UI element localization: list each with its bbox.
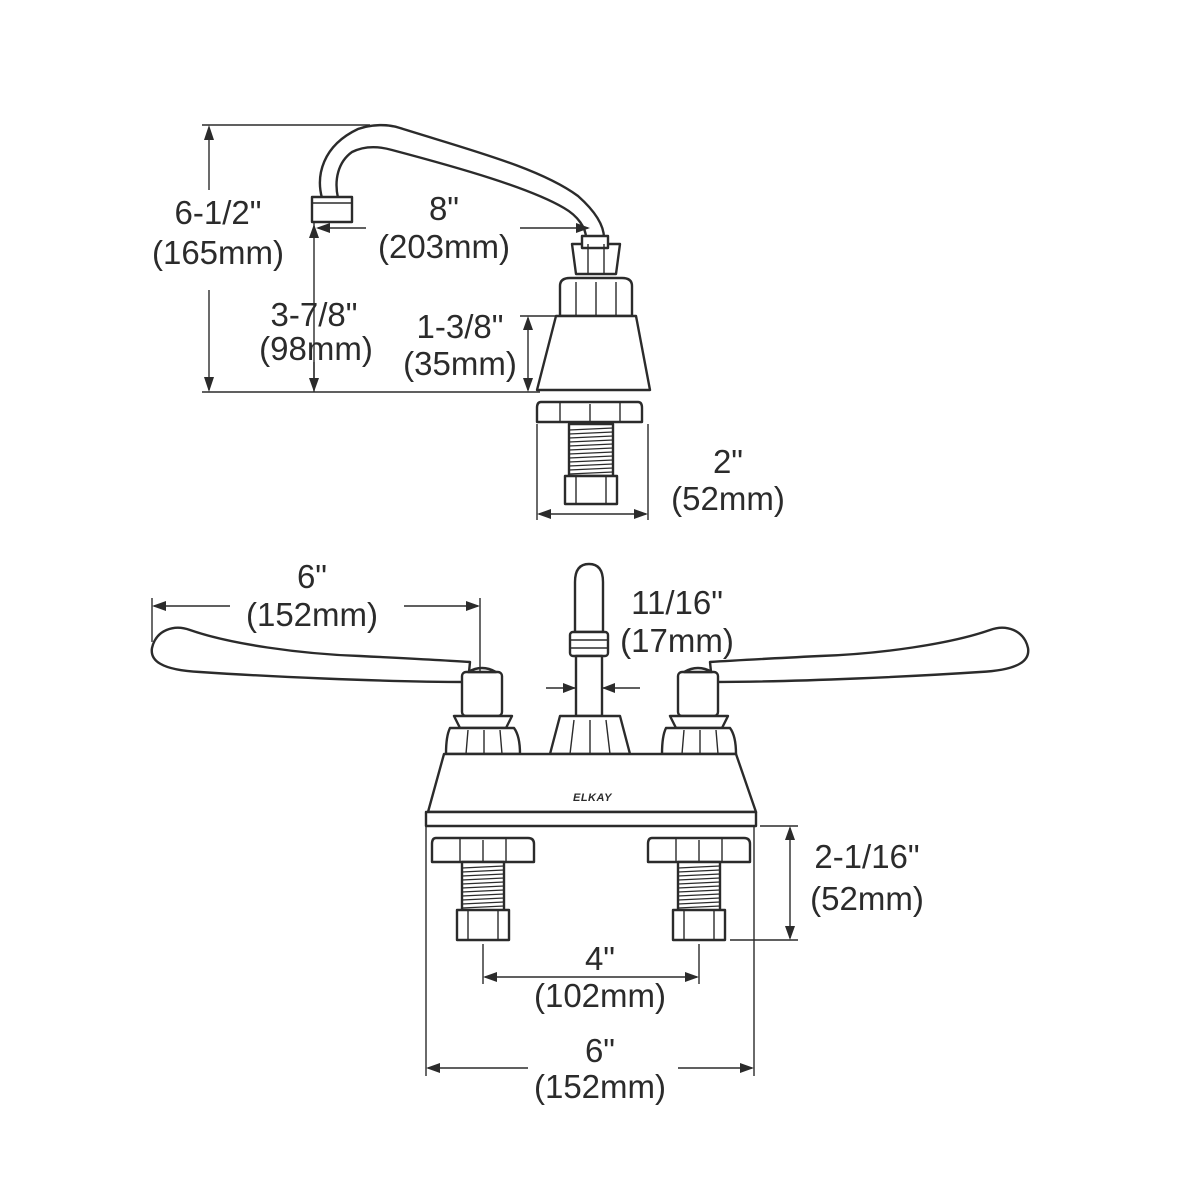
thread-line	[677, 877, 721, 881]
dim-center-spacing-imperial: 4"	[585, 940, 615, 977]
thread-line	[568, 431, 614, 435]
dim-base-width-imperial: 2"	[713, 443, 743, 480]
thread-line	[677, 881, 721, 885]
thread-line	[461, 905, 505, 909]
thread-line	[677, 897, 721, 901]
thread-line	[461, 881, 505, 885]
thread-line	[677, 893, 721, 897]
left-handle-hub	[444, 666, 522, 756]
thread-line	[568, 447, 614, 451]
thread-line	[461, 865, 505, 869]
dim-center-spacing-metric: (102mm)	[534, 977, 666, 1014]
dim-shank-length-imperial: 2-1/16"	[814, 838, 919, 875]
thread-line	[568, 463, 614, 467]
deck-plate	[424, 810, 758, 828]
spout-nut	[570, 234, 622, 276]
spout-tube	[318, 123, 606, 240]
side-view: 6-1/2" (165mm) 8" (203mm) 3-7/8" (98mm) …	[152, 123, 785, 520]
thread-line	[677, 885, 721, 889]
spout-front	[548, 562, 632, 756]
thread-line	[568, 467, 614, 471]
dim-base-width-metric: (52mm)	[671, 480, 785, 517]
thread-line	[461, 897, 505, 901]
thread-line	[568, 451, 614, 455]
left-wrist-blade-handle	[150, 626, 472, 684]
dim-spout-diameter-imperial: 11/16"	[631, 584, 723, 621]
dim-handle-length-imperial: 6"	[297, 558, 327, 595]
thread-line	[568, 471, 614, 475]
dim-handle-length-metric: (152mm)	[246, 596, 378, 633]
thread-line	[677, 873, 721, 877]
dim-overall-width-metric: (152mm)	[534, 1068, 666, 1105]
dim-outlet-height-imperial: 3-7/8"	[271, 296, 358, 333]
thread-line	[677, 889, 721, 893]
threaded-shank	[567, 422, 615, 478]
thread-line	[568, 443, 614, 447]
thread-line	[568, 459, 614, 463]
coupling-nut	[563, 474, 619, 506]
thread-line	[461, 889, 505, 893]
thread-line	[461, 901, 505, 905]
thread-line	[461, 885, 505, 889]
thread-line	[568, 455, 614, 459]
right-wrist-blade-handle	[708, 626, 1030, 684]
right-mount-assembly	[646, 836, 752, 942]
thread-line	[461, 893, 505, 897]
dim-overall-height-imperial: 6-1/2"	[175, 194, 262, 231]
thread-line	[568, 427, 614, 431]
dim-spout-diameter-metric: (17mm)	[620, 622, 734, 659]
thread-line	[677, 901, 721, 905]
dim-shank-length-metric: (52mm)	[810, 880, 924, 917]
thread-line	[568, 439, 614, 443]
dim-body-height-imperial: 1-3/8"	[417, 308, 504, 345]
dim-body-height-metric: (35mm)	[403, 345, 517, 382]
front-view: ELKAY	[150, 558, 1030, 1105]
brand-logo: ELKAY	[573, 792, 613, 804]
thread-line	[461, 869, 505, 873]
aerator	[310, 195, 354, 224]
thread-line	[461, 873, 505, 877]
dim-spout-reach-imperial: 8"	[429, 190, 459, 227]
thread-line	[677, 869, 721, 873]
valve-body	[535, 314, 652, 392]
thread-line	[461, 877, 505, 881]
right-handle-hub	[660, 666, 738, 756]
dim-spout-reach-metric: (203mm)	[378, 228, 510, 265]
left-mount-assembly	[430, 836, 536, 942]
thread-line	[568, 435, 614, 439]
thread-line	[677, 905, 721, 909]
dim-overall-height-metric: (165mm)	[152, 234, 284, 271]
dim-overall-width-imperial: 6"	[585, 1032, 615, 1069]
thread-line	[677, 865, 721, 869]
dim-outlet-height-metric: (98mm)	[259, 330, 373, 367]
